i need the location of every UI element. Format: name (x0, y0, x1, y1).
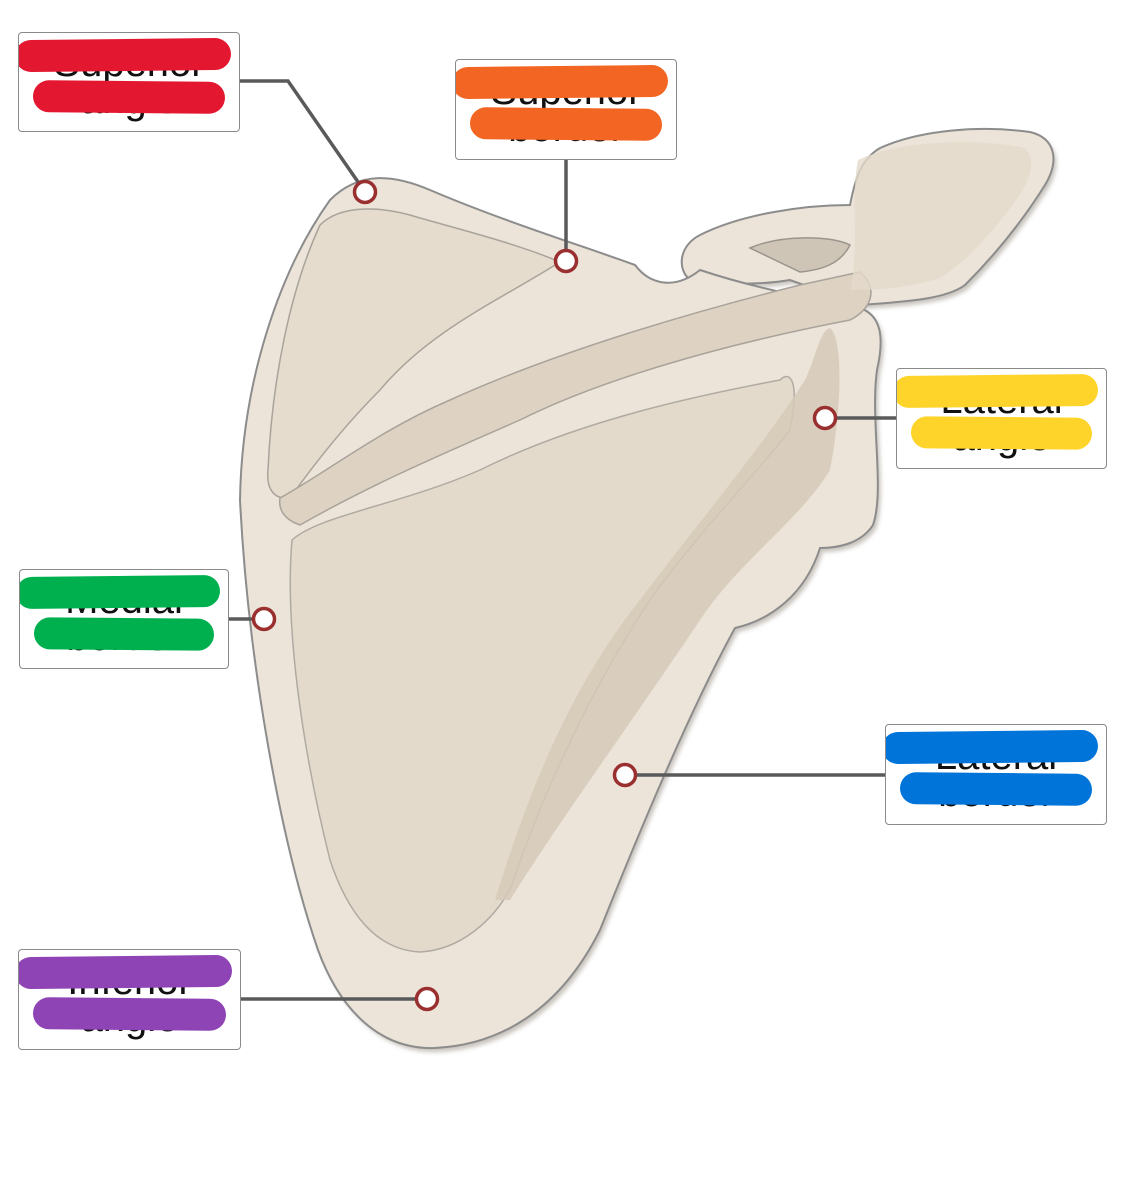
bone-shading (267, 142, 1032, 953)
marker-dot (612, 762, 638, 788)
label-superior-angle: Superiorangle (18, 32, 240, 132)
label-inferior-angle: Inferiorangle (18, 949, 241, 1050)
lateral-ridge (495, 328, 840, 900)
marker-dot (352, 179, 378, 205)
highlight-strike (20, 574, 221, 610)
highlight-strike (33, 617, 215, 651)
highlight-strike (456, 64, 669, 100)
marker-points (251, 179, 838, 1012)
marker-dot (812, 405, 838, 431)
highlight-strike (19, 37, 232, 73)
label-superior-border: Superiorborder (455, 59, 677, 160)
acromion-highlight (850, 142, 1032, 290)
marker-dot (414, 986, 440, 1012)
highlight-strike (910, 416, 1093, 450)
marker-dot (251, 606, 277, 632)
highlight-strike (32, 997, 227, 1031)
coracoid-notch (748, 237, 852, 273)
spine-ridge (278, 271, 872, 526)
highlight-strike (19, 954, 233, 990)
marker-dot (553, 248, 579, 274)
highlight-strike (469, 107, 663, 141)
supraspinous-fossa (267, 208, 562, 499)
label-lateral-angle: Lateralangle (896, 368, 1107, 469)
label-medial-border: Medialborder (19, 569, 229, 669)
label-lateral-border: Lateralborder (885, 724, 1107, 825)
leader-line (239, 79, 367, 193)
highlight-strike (899, 772, 1093, 806)
highlight-strike (897, 373, 1099, 409)
highlight-strike (32, 80, 226, 114)
highlight-strike (886, 729, 1099, 765)
